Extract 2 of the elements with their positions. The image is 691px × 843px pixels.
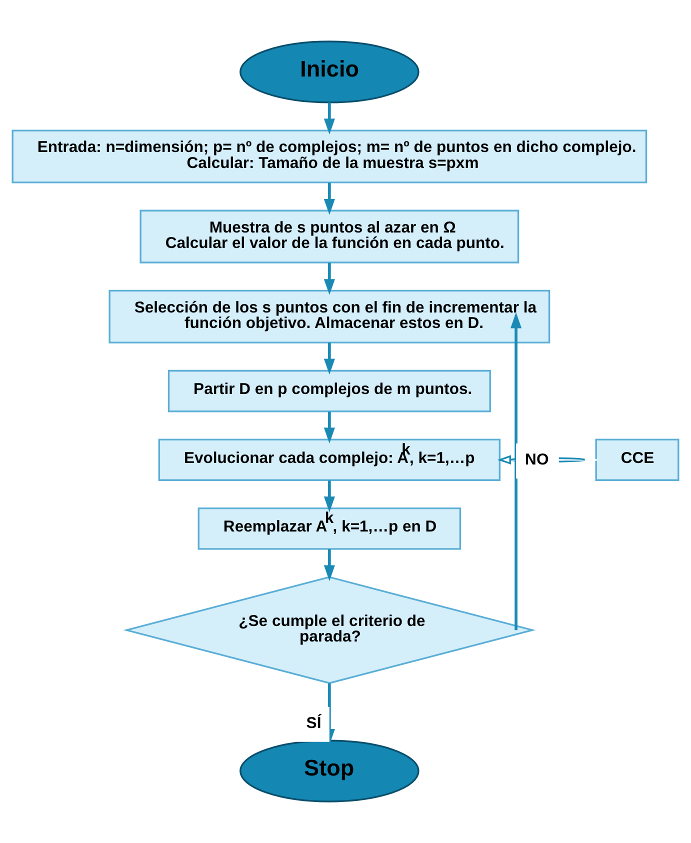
edge-label: SÍ	[306, 714, 322, 732]
edge-label: NO	[525, 452, 549, 469]
